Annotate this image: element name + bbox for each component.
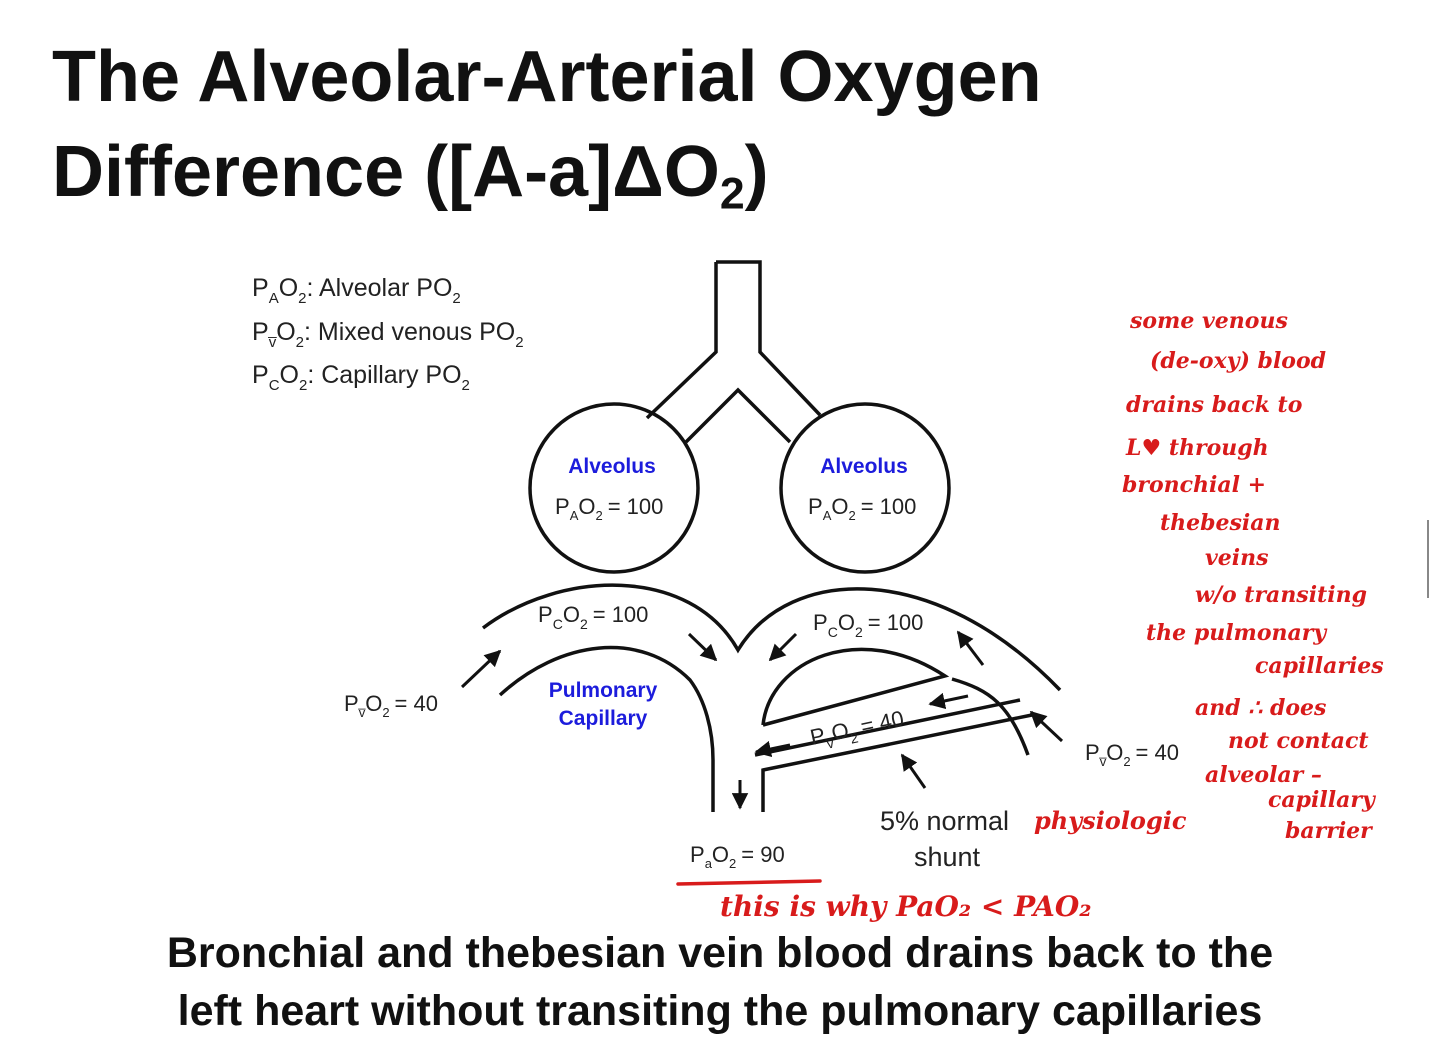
left-inner-capillary (498, 645, 715, 812)
airway (645, 260, 822, 444)
pulmonary-capillary-label-1: Pulmonary (549, 679, 658, 702)
note-line-8: w/o transiting (1195, 582, 1367, 608)
note-line-12: not contact (1228, 728, 1369, 754)
alveolus-left: Alveolus PAO2= 100 (528, 402, 700, 574)
arrow-capillary-right-up (956, 630, 985, 666)
note-line-6: thebesian (1160, 510, 1281, 536)
alveolus-right: Alveolus PAO2= 100 (779, 402, 951, 574)
arrow-shunt-lower (754, 740, 791, 758)
venous-left-value: Pv̅O2= 40 (344, 691, 438, 720)
capillary-right-value: PCO2= 100 (813, 610, 923, 640)
annotation-underline (676, 879, 822, 886)
shunt-label-line-2: shunt (914, 842, 981, 872)
right-inner-capillary (761, 647, 950, 727)
note-line-10: capillaries (1255, 653, 1384, 679)
caption-line-1: Bronchial and thebesian vein blood drain… (166, 929, 1274, 977)
venous-shunt-value: Pv̅O2= 40 (808, 706, 907, 755)
title-line-1: The Alveolar-Arterial Oxygen (52, 37, 1042, 117)
note-line-4: L♥ through (1125, 435, 1269, 461)
shunt-vessel-lower (761, 713, 1033, 812)
note-line-9: the pulmonary (1146, 620, 1328, 646)
note-line-5: bronchial + (1122, 472, 1266, 498)
note-line-14: capillary (1268, 787, 1377, 813)
shunt-label-line-1: 5% normal (880, 806, 1009, 836)
note-line-3: drains back to (1126, 392, 1302, 418)
legend-item-alveolar: PAO2: Alveolar PO2 (252, 274, 461, 307)
legend-item-capillary: PCO2: Capillary PO2 (252, 361, 470, 394)
alveolus-left-value: PAO2= 100 (555, 494, 663, 523)
note-line-7: veins (1205, 545, 1269, 571)
outer-capillary-arc (481, 583, 1062, 692)
slide-title: The Alveolar-Arterial Oxygen Difference … (52, 30, 1252, 220)
note-line-11: and ∴ does (1195, 695, 1326, 721)
alveolus-right-label: Alveolus (820, 455, 908, 478)
caption-line-2: left heart without transiting the pulmon… (177, 987, 1263, 1035)
arrow-shunt-upper (928, 692, 969, 710)
legend: PAO2: Alveolar PO2 Pv̅O2: Mixed venous P… (252, 274, 524, 394)
venous-right-value: Pv̅O2= 40 (1085, 740, 1179, 769)
vessels (481, 583, 1062, 812)
arrow-capillary-left-down (687, 632, 718, 662)
annotation-physiologic: physiologic (1034, 806, 1187, 835)
handwritten-annotations: physiologic this is why PaO₂ < PAO₂ some… (676, 308, 1384, 923)
alveolus-right-value: PAO2= 100 (808, 494, 916, 523)
annotation-why: this is why PaO₂ < PAO₂ (720, 890, 1092, 923)
alveolus-left-label: Alveolus (568, 455, 656, 478)
note-line-15: barrier (1285, 818, 1373, 844)
title-line-2: Difference ([A-a]ΔO2) (52, 132, 769, 219)
pulmonary-capillary-label-2: Capillary (559, 707, 648, 730)
flow-arrows (460, 630, 1064, 810)
shunt-vessel-upper (754, 698, 1021, 757)
arrow-shunt-pointer (900, 753, 927, 789)
legend-item-mixed-venous: Pv̅O2: Mixed venous PO2 (252, 318, 524, 351)
arrow-capillary-right-down (768, 632, 798, 662)
arterial-value: PaO2= 90 (690, 842, 785, 871)
note-line-13: alveolar – (1205, 762, 1322, 788)
note-line-2: (de-oxy) blood (1150, 348, 1326, 374)
right-outer-return (951, 677, 1030, 756)
arrow-venous-right-in (1029, 710, 1064, 743)
arrow-venous-left-in (460, 649, 502, 689)
note-line-1: some venous (1129, 308, 1288, 334)
capillary-left-value: PCO2= 100 (538, 602, 648, 632)
slide-caption: Bronchial and thebesian vein blood drain… (0, 924, 1440, 1040)
